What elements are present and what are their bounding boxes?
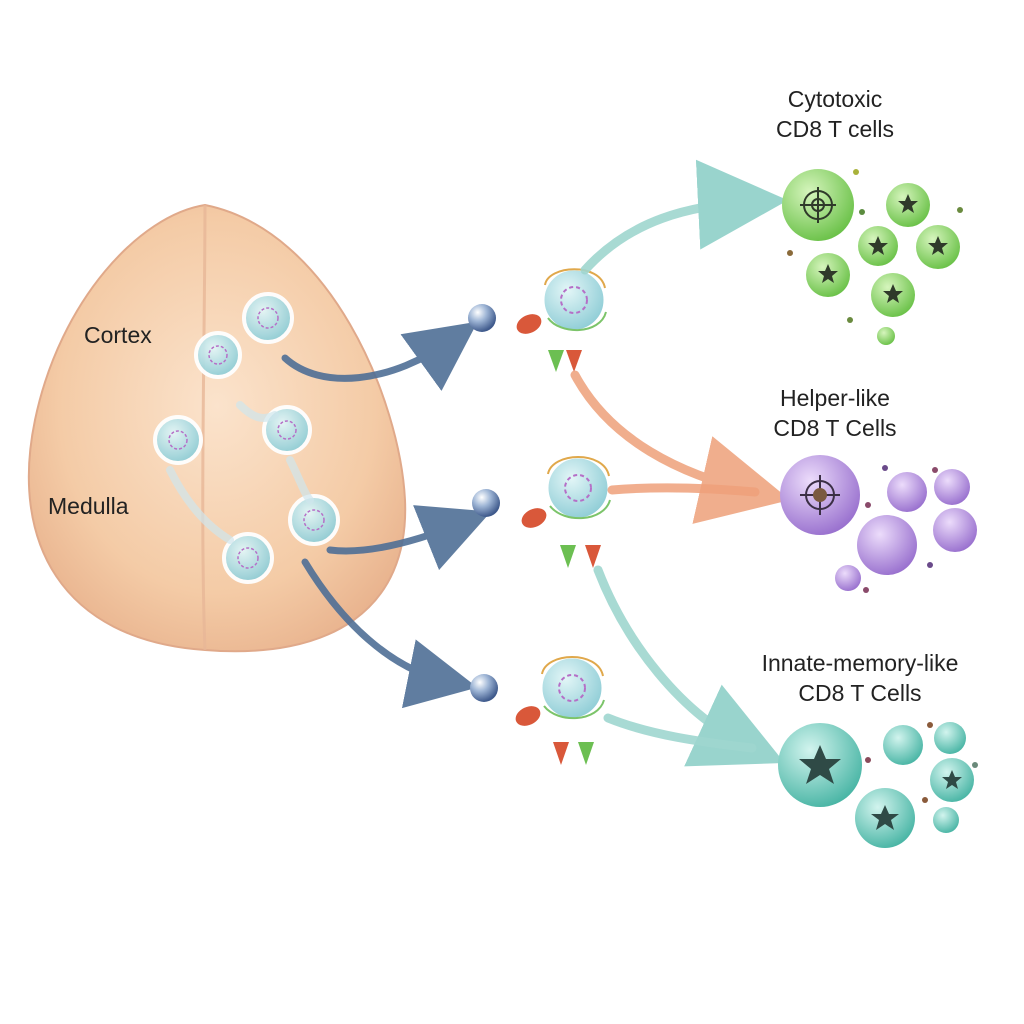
- cytotoxic-caption: Cytotoxic CD8 T cells: [720, 84, 950, 144]
- thymocyte: [153, 415, 203, 465]
- selecting-cell-2: [521, 453, 613, 568]
- cortex-label: Cortex: [84, 322, 152, 348]
- precursor-beads: [468, 304, 500, 702]
- thymocyte: [288, 494, 340, 546]
- helper-like-cluster: [780, 455, 977, 593]
- helper-like-caption: Helper-like CD8 T Cells: [720, 383, 950, 443]
- target-icon: [800, 187, 836, 223]
- fate-arrows: [570, 159, 791, 767]
- thymus-exit-arrows: [281, 321, 491, 709]
- precursor-bead: [472, 489, 500, 517]
- precursor-bead: [470, 674, 498, 702]
- cytotoxic-caption-line2: CD8 T cells: [775, 116, 895, 142]
- star-icon: [799, 745, 841, 784]
- thymocyte: [242, 292, 294, 344]
- selecting-cell-3: [515, 653, 607, 765]
- selecting-cell-1: [516, 265, 609, 372]
- cytotoxic-cluster: [782, 169, 963, 345]
- star-icon: [818, 194, 948, 303]
- innate-memory-like-cluster: [778, 722, 978, 848]
- helper-like-caption-line2: CD8 T Cells: [773, 415, 897, 441]
- medulla-label: Medulla: [48, 493, 129, 519]
- innate-memory-like-caption-line1: Innate-memory-like: [761, 650, 959, 676]
- precursor-bead: [468, 304, 496, 332]
- cytotoxic-caption-line1: Cytotoxic: [787, 86, 883, 112]
- thymocyte: [194, 331, 242, 379]
- thymus-lobe: [27, 203, 407, 653]
- helper-like-caption-line1: Helper-like: [780, 385, 890, 411]
- thymocyte: [222, 532, 274, 584]
- innate-memory-like-caption: Innate-memory-like CD8 T Cells: [722, 648, 998, 708]
- innate-memory-like-caption-line2: CD8 T Cells: [798, 680, 922, 706]
- thymocyte-group: [153, 292, 340, 584]
